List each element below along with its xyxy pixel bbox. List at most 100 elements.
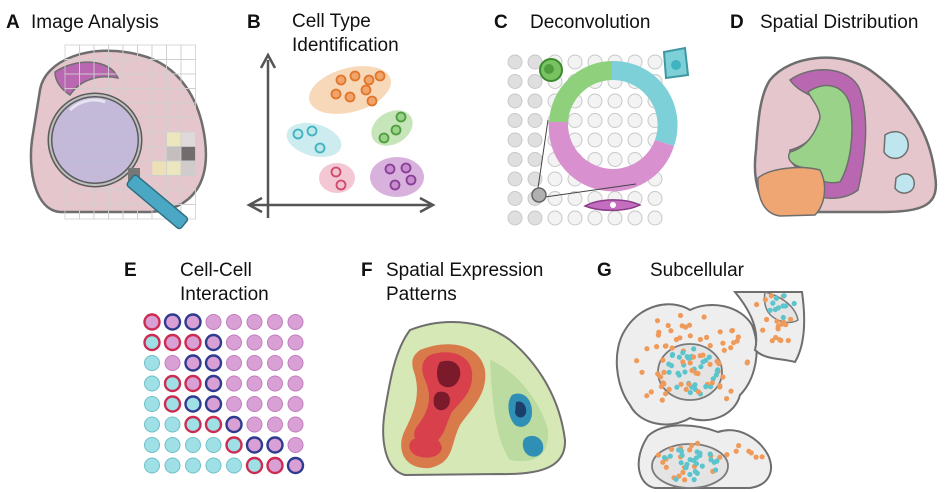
grid-spot [245,436,264,454]
donut-segment-magenta [548,122,674,192]
grid-spot [204,374,223,393]
array-spot [567,210,583,226]
transcript-dot [773,334,779,341]
panel-g: G Subcellular [597,260,806,489]
transcript-dot [687,447,693,453]
transcript-dot [754,301,760,308]
transcript-dot [680,469,686,475]
cluster-point [384,163,396,175]
array-spot [547,171,563,187]
transcript-dot [663,391,669,397]
array-spot [507,93,523,109]
grid-spot [185,437,201,453]
region-cyan-a [883,131,909,160]
donut-proportions-icon [531,60,678,203]
transcript-dot [713,467,719,473]
array-spot [587,210,603,226]
transcript-dot [717,329,723,335]
grid-cell [151,44,167,60]
grid-spot [246,375,263,392]
transcript-dot [769,338,775,344]
cluster-point [344,91,356,103]
transcript-dot [775,305,782,311]
transcript-dot [774,318,780,324]
transcript-dot [668,328,674,334]
panel-b-title-line-1: Cell Type [292,11,371,32]
transcript-dot [785,337,791,344]
scatter-clusters-icon [246,52,436,218]
array-spot [527,54,543,70]
transcript-dots [634,293,797,483]
transcript-dot [760,327,766,333]
grid-spot [246,314,263,330]
y-axis [259,52,277,218]
transcript-dot [713,372,719,378]
panel-f-title: Spatial Expression Patterns [386,260,549,305]
array-spot [607,132,623,148]
grid-cell [166,44,182,60]
grid-spot [144,457,160,474]
region-orange [757,166,826,217]
panel-a-title: Image Analysis [31,12,159,33]
array-spot [507,210,523,226]
panel-e-title: Cell-Cell Interaction [180,260,269,305]
cluster-orange [309,66,391,114]
panel-b: B Cell Type Identification [246,11,436,218]
grid-spot [226,314,242,330]
tissue-map-icon [753,56,938,217]
transcript-dot [686,322,693,328]
transcript-dot [678,460,684,466]
grid-spot [246,355,263,371]
transcript-dot [648,389,654,395]
grid-spot [144,375,160,392]
array-spot [607,93,623,109]
grid-cell [151,160,167,176]
panel-b-title-line-2: Identification [292,35,399,56]
transcript-dot [724,452,730,458]
region-cyan-b [894,173,915,194]
cluster-point [374,70,386,82]
array-spot [627,210,643,226]
grid-spot [226,355,242,371]
transcript-dot [678,448,685,454]
grid-spot [287,334,304,351]
spot-grid-icon [143,313,305,475]
transcript-dot [655,452,662,458]
grid-cell [180,160,196,176]
donut-segment-green [549,61,612,122]
transcript-dot [780,314,786,321]
cluster-point [400,162,412,174]
transcript-dot [720,340,726,346]
grid-spot [267,334,283,351]
grid-cell [180,131,196,147]
grid-spot [246,396,263,412]
array-spot [627,113,643,128]
cluster-point [360,84,372,96]
array-spot [587,132,603,148]
array-spot [527,93,543,109]
grid-spot [143,333,161,352]
transcript-dot [669,352,676,358]
transcript-dot [660,459,666,465]
array-spot [507,54,523,70]
cluster-points [292,70,417,191]
transcript-dot [654,344,660,350]
grid-cell [166,131,182,147]
grid-spot [286,456,305,475]
transcript-dot [644,393,650,399]
grid-spot [267,396,283,412]
array-spot [527,132,543,148]
grid-spot [287,396,304,412]
panel-d-title-line-1: Spatial Distribution [760,12,918,33]
transcript-dot [669,345,675,351]
grid-spot [164,355,181,371]
transcript-dot [707,451,713,457]
cluster-point [363,74,375,86]
transcript-dot [691,346,697,352]
array-spot [567,54,583,70]
transcript-dot [762,297,768,303]
transcript-dot [716,361,722,367]
grid-spot [287,355,304,371]
transcript-dot [709,380,715,386]
transcript-dot [654,318,661,324]
